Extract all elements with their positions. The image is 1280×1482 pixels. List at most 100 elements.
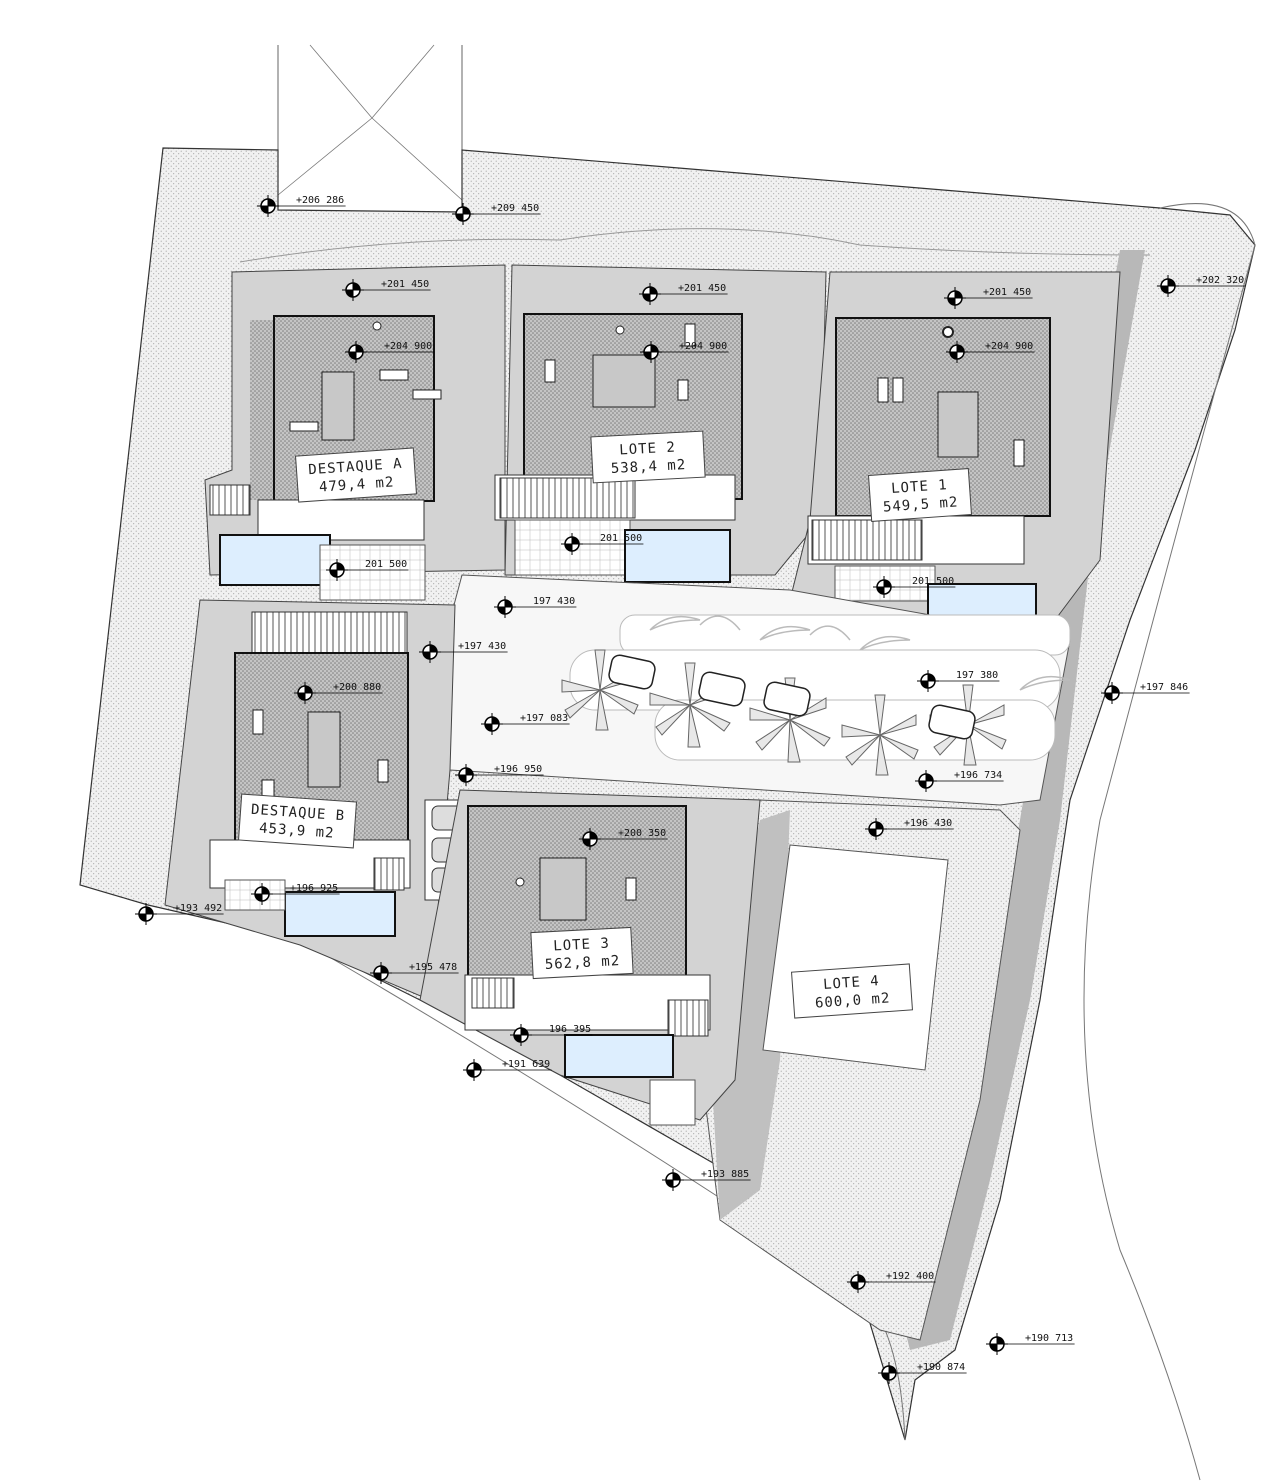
level-marker: +196 734 [915,770,1004,792]
level-value: +201 450 [381,279,429,290]
lot-lote-1 [789,271,1121,641]
level-marker-quadrant [353,283,360,290]
level-marker-quadrant [583,839,590,846]
level-marker-quadrant [869,829,876,836]
parked-cars [608,654,976,740]
level-marker-quadrant [928,674,935,681]
level-value: +192 400 [886,1271,934,1282]
level-value: +196 950 [494,764,542,775]
lot-label-box [238,793,357,849]
level-value: +204 900 [985,341,1033,352]
level-value: +204 900 [679,341,727,352]
level-value: +191 639 [502,1059,550,1070]
level-value: +197 430 [458,641,506,652]
level-value: 197 380 [956,670,998,681]
level-marker: +195 478 [370,962,459,984]
level-marker-quadrant [650,287,657,294]
level-marker: +204 900 [345,341,434,363]
level-marker-quadrant [139,914,146,921]
level-marker-quadrant [919,781,926,788]
level-marker-quadrant [590,832,597,839]
level-value: 201 500 [600,533,642,544]
lot-name: LOTE 3 [553,936,610,955]
level-marker: +204 900 [946,341,1035,363]
level-marker-quadrant [456,214,463,221]
level-marker-quadrant [474,1063,481,1070]
north-access [277,44,463,215]
level-marker-quadrant [673,1173,680,1180]
level-marker-quadrant [466,768,473,775]
level-marker-quadrant [374,973,381,980]
level-marker-quadrant [298,693,305,700]
lot-name: LOTE 2 [619,440,676,459]
level-value: +196 925 [290,883,338,894]
level-marker-quadrant [467,1070,474,1077]
level-marker: +202 320 [1157,275,1246,297]
level-marker: +197 430 [419,641,508,663]
level-value: +195 478 [409,962,457,973]
level-marker: +196 925 [251,883,340,905]
level-value: 196 395 [549,1024,591,1035]
level-marker-quadrant [858,1275,865,1282]
level-marker: 197 380 [917,670,1000,692]
level-marker: +192 400 [847,1271,936,1293]
level-marker: +196 950 [455,764,544,786]
level-marker: 201 500 [326,559,409,581]
level-marker: +197 083 [481,713,570,735]
level-marker-quadrant [948,298,955,305]
level-marker-quadrant [957,345,964,352]
level-marker-quadrant [1168,279,1175,286]
level-marker: +191 639 [463,1059,552,1081]
level-value: +196 430 [904,818,952,829]
level-marker: +201 450 [342,279,431,301]
shadow-lot4-dark [710,810,790,1220]
level-marker-quadrant [572,537,579,544]
level-marker: +193 492 [135,903,224,925]
level-marker-quadrant [430,645,437,652]
level-marker-quadrant [505,600,512,607]
level-marker-quadrant [644,352,651,359]
level-value: +190 874 [917,1362,965,1373]
level-marker-quadrant [643,294,650,301]
lot-area: 453,9 m2 [259,820,335,841]
lot-area: 600,0 m2 [815,990,891,1011]
lot-name: DESTAQUE B [250,802,345,825]
level-value: +197 083 [520,713,568,724]
level-marker: +193 885 [662,1169,751,1191]
level-marker-quadrant [459,775,466,782]
level-marker-quadrant [889,1366,896,1373]
level-marker-quadrant [305,686,312,693]
level-marker: 201 500 [561,533,644,555]
level-marker-quadrant [268,199,275,206]
level-value: +193 492 [174,903,222,914]
level-marker-quadrant [877,587,884,594]
level-marker: 197 430 [494,596,577,618]
lot-lote-4 [762,844,949,1071]
lot-name: LOTE 4 [823,973,881,993]
level-marker-quadrant [997,1337,1004,1344]
level-value: +190 713 [1025,1333,1073,1344]
level-value: +196 734 [954,770,1002,781]
level-marker-quadrant [955,291,962,298]
lot-lote-2 [494,264,827,583]
lot-destaque-a [204,264,506,601]
level-marker-quadrant [346,290,353,297]
level-value: +200 880 [333,682,381,693]
level-marker-quadrant [876,822,883,829]
level-value: 201 500 [365,559,407,570]
level-marker-quadrant [514,1035,521,1042]
lot-label-box [791,963,913,1019]
level-marker-quadrant [921,681,928,688]
level-value: 201 500 [912,576,954,587]
level-value: 197 430 [533,596,575,607]
level-marker-quadrant [1161,286,1168,293]
lot-area: 549,5 m2 [883,494,959,515]
level-marker-quadrant [851,1282,858,1289]
lot-name: DESTAQUE A [308,456,403,479]
level-value: +201 450 [983,287,1031,298]
